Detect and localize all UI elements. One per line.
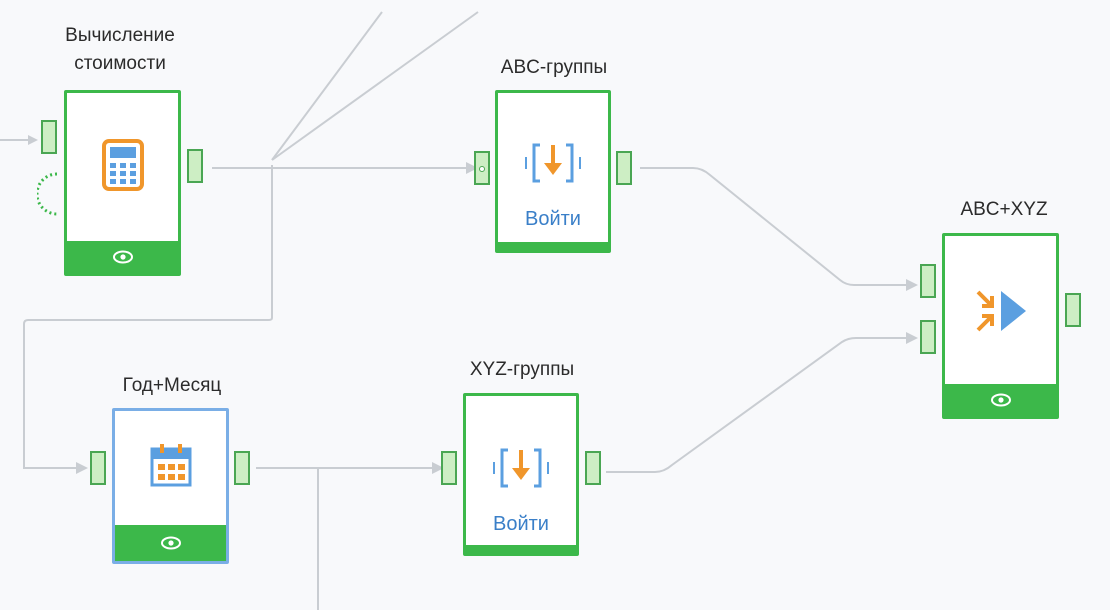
node-footer [115,525,226,561]
input-port[interactable] [41,120,57,154]
enter-icon [525,143,581,183]
node-footer [945,384,1056,416]
input-port-2[interactable] [920,320,936,354]
node-card[interactable]: Войти [463,393,579,556]
node-footer [498,242,608,250]
input-port-1[interactable] [920,264,936,298]
input-port[interactable] [474,151,490,185]
input-port[interactable] [441,451,457,485]
wire-abc-to-merge [640,167,910,286]
enter-button[interactable]: Войти [493,513,549,535]
input-port[interactable] [90,451,106,485]
node-card-selected[interactable] [112,408,229,564]
node-card[interactable] [64,90,181,276]
port-spinner-icon [37,172,58,216]
eye-icon[interactable] [990,393,1012,407]
merge-icon [976,290,1026,332]
wire-offscreen-2 [271,11,479,161]
node-footer [67,241,178,273]
eye-icon[interactable] [160,536,182,550]
node-card[interactable] [942,233,1059,419]
wire-xyz-to-merge [606,337,910,473]
node-title: ABC+XYZ [960,199,1048,220]
output-port[interactable] [1065,293,1081,327]
node-title: XYZ-группы [469,359,575,380]
node-card[interactable]: Войти [495,90,611,253]
output-port[interactable] [187,149,203,183]
calendar-icon [150,444,191,487]
eye-icon[interactable] [112,250,134,264]
output-port[interactable] [616,151,632,185]
enter-button[interactable]: Войти [525,208,581,230]
calculator-icon [101,139,144,191]
node-title: Вычисление стоимости [65,25,175,74]
output-port[interactable] [234,451,250,485]
node-footer [466,545,576,553]
node-title: Год+Месяц [122,375,222,396]
output-port[interactable] [585,451,601,485]
node-title: ABC-группы [500,57,608,78]
wire-to-year-month [23,165,273,469]
enter-icon [493,448,549,488]
wire-offscreen-1 [271,11,383,161]
